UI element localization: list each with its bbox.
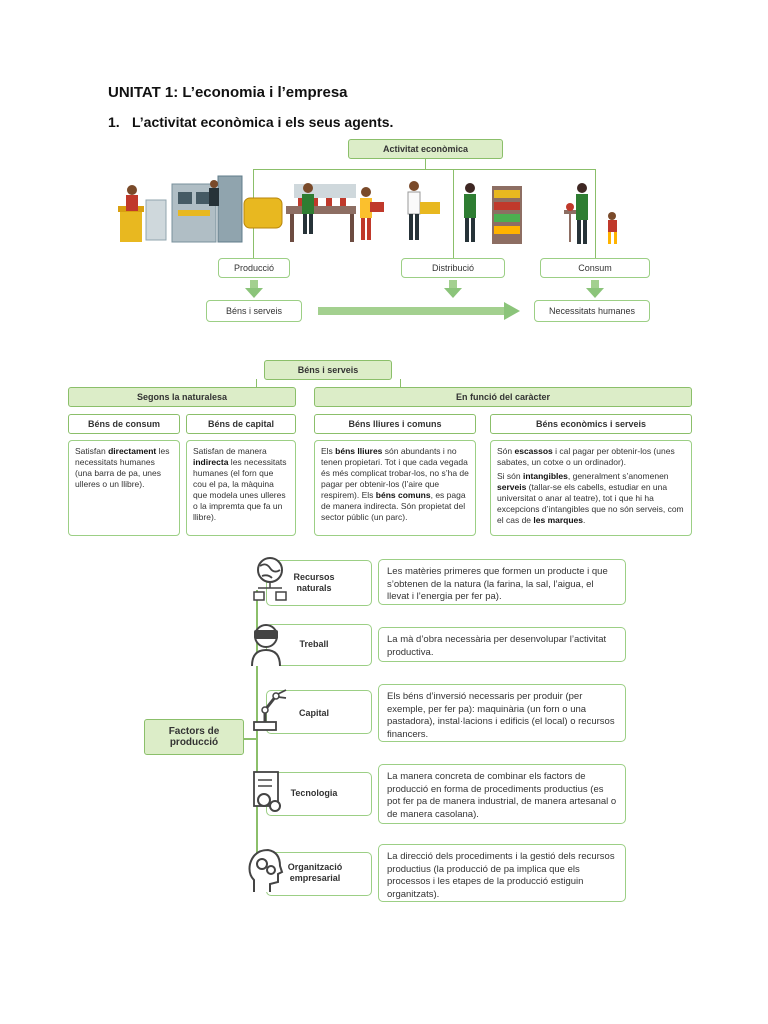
down-arrow-icon [444, 288, 462, 298]
text-fragment: les necessitats humanes (una barra de pa… [75, 446, 170, 489]
factor-label: Treball [299, 639, 329, 649]
right-arrow-icon [318, 302, 520, 320]
type-title-capital: Béns de capital [186, 414, 296, 434]
economics-paragraph-2: Si són intangibles, generalment s’anomen… [497, 471, 685, 526]
section-title: L’activitat econòmica i els seus agents. [132, 114, 394, 130]
factor-desc: La manera concreta de combinar els facto… [378, 764, 626, 824]
type-title-economics: Béns econòmics i serveis [490, 414, 692, 434]
arrow-stem [250, 280, 258, 288]
economics-paragraph-1: Són escassos i cal pagar per obtenir-los… [497, 446, 685, 468]
type-text-economics: Són escassos i cal pagar per obtenir-los… [490, 440, 692, 536]
type-title-consum: Béns de consum [68, 414, 180, 434]
text-fragment: . [583, 515, 586, 525]
down-arrow-icon [245, 288, 263, 298]
text-fragment: (tallar-se els cabells, estudiar en una … [497, 482, 684, 525]
arrow-stem [449, 280, 457, 288]
section-heading: 1. L’activitat econòmica i els seus agent… [108, 114, 393, 130]
page-title: UNITAT 1: L’economia i l’empresa [108, 84, 348, 101]
connector [400, 379, 401, 387]
text-bold: intangibles [523, 471, 568, 481]
worker-vr-icon [251, 624, 281, 667]
text-fragment: Satisfan de manera [193, 446, 267, 456]
production-line-illustration [118, 175, 356, 243]
text-bold: béns lliures [335, 446, 383, 456]
factors-root-box: Factors de producció [144, 719, 244, 755]
factor-label: Tecnologia [290, 788, 338, 798]
arrow-stem [591, 280, 599, 288]
text-bold: serveis [497, 482, 527, 492]
section-number: 1. [108, 114, 120, 130]
text-bold: escassos [514, 446, 553, 456]
text-fragment: Si són [497, 471, 523, 481]
consumption-illustration [564, 183, 617, 244]
stage-production: Producció [218, 258, 290, 278]
text-fragment: són abundants i no tenen propietari. Tot… [321, 446, 469, 500]
head-gears-icon [248, 848, 284, 892]
group-character: En funció del caràcter [314, 387, 692, 407]
stage-consumption: Consum [540, 258, 650, 278]
group-nature: Segons la naturalesa [68, 387, 296, 407]
factor-desc: La direcció dels procediments i la gesti… [378, 844, 626, 902]
factor-desc: Els béns d’inversió necessaris per produ… [378, 684, 626, 742]
text-fragment: , generalment s’anomenen [567, 471, 669, 481]
connector [253, 169, 596, 170]
connector [425, 159, 426, 169]
text-bold: béns comuns [375, 490, 431, 500]
text-fragment: les necessitats humanes (el forn que cou… [193, 457, 287, 522]
workers-illustration [302, 183, 384, 240]
text-fragment: , es paga de manera indirecta. Són propi… [321, 490, 466, 522]
goods-services-box: Béns i serveis [206, 300, 302, 322]
factor-label: Recursos naturals [293, 572, 335, 593]
factor-desc: Les matèries primeres que formen un prod… [378, 559, 626, 605]
factor-card-technology [266, 772, 372, 816]
root-connector [244, 738, 258, 740]
type-title-lliures: Béns lliures i comuns [314, 414, 476, 434]
text-bold: directament [108, 446, 157, 456]
human-needs-box: Necessitats humanes [534, 300, 650, 322]
type-text-consum: Satisfan directament les necessitats hum… [68, 440, 180, 536]
text-bold: les marques [533, 515, 584, 525]
activity-root-box: Activitat econòmica [348, 139, 503, 159]
connector [453, 169, 454, 259]
factor-card-labour [266, 624, 372, 666]
factor-label: Organització empresarial [287, 862, 343, 883]
text-fragment: Els [321, 446, 336, 456]
document-gears-icon [253, 771, 281, 812]
type-text-lliures: Els béns lliures són abundants i no tene… [314, 440, 476, 536]
connector [256, 379, 257, 387]
robot-arm-icon [253, 689, 287, 731]
factor-card-organization [266, 852, 372, 896]
down-arrow-icon [586, 288, 604, 298]
text-fragment: Satisfan [75, 446, 109, 456]
factor-label: Capital [298, 708, 329, 718]
type-text-capital: Satisfan de manera indirecta les necessi… [186, 440, 296, 536]
factor-desc: La mà d’obra necessària per desenvolupar… [378, 627, 626, 662]
goods-root-box: Béns i serveis [264, 360, 392, 380]
globe-network-icon [253, 557, 287, 601]
connector [595, 169, 596, 259]
text-bold: indirecta [193, 457, 229, 467]
factors-root-label: Factors de producció [168, 726, 220, 748]
text-fragment: Són [497, 446, 515, 456]
text-fragment: i cal pagar per obtenir-los (unes sabate… [497, 446, 675, 467]
stage-distribution: Distribució [401, 258, 505, 278]
distribution-illustration [407, 181, 522, 244]
